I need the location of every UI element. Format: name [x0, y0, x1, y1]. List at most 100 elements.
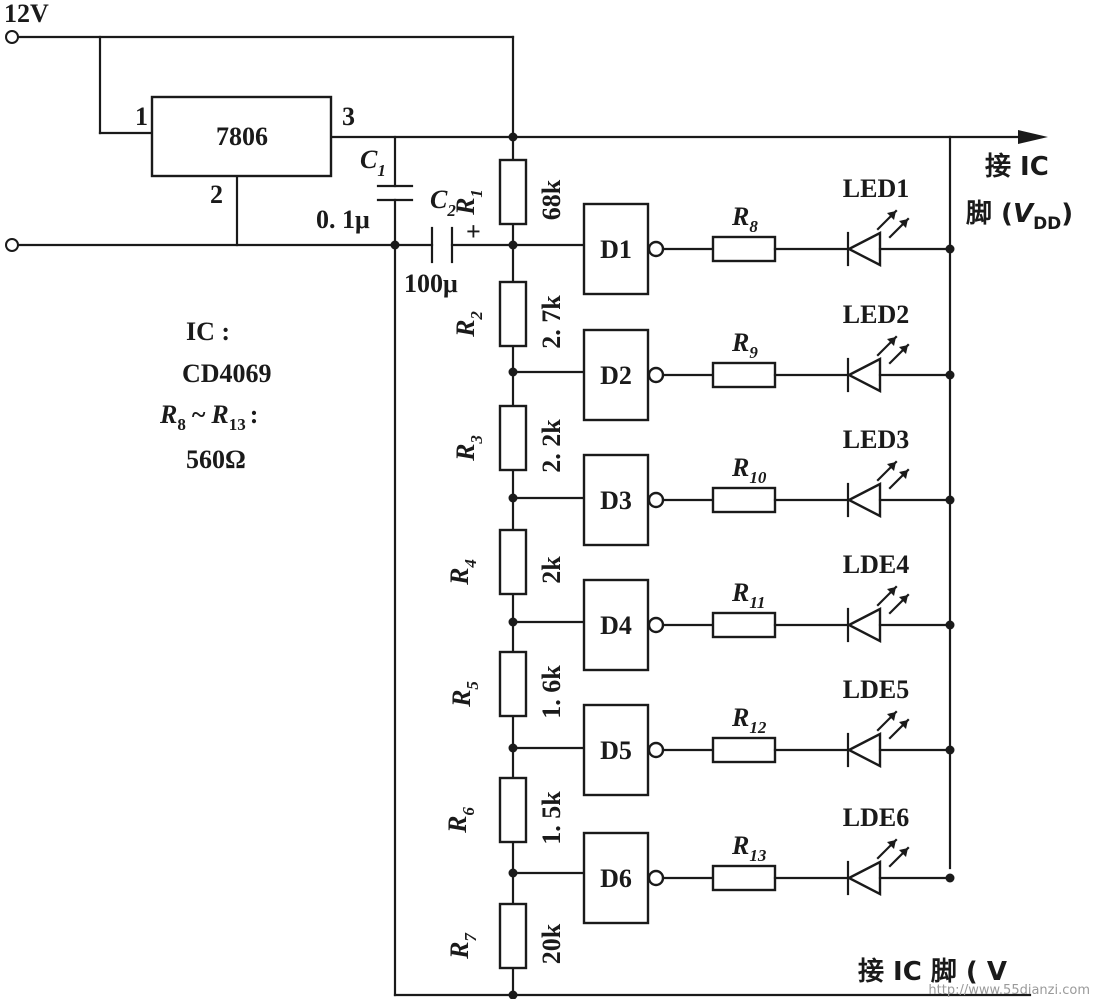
light-emission-icon [876, 460, 910, 490]
regulator-7806 [150, 95, 333, 178]
led-label: LDE5 [843, 675, 909, 704]
ladder-resistor-label: R1 [451, 189, 486, 216]
ladder-resistor-value: 68k [537, 179, 566, 220]
led-label: LED1 [843, 174, 909, 203]
led-label: LED2 [843, 300, 909, 329]
series-resistor-label: R9 [731, 328, 758, 362]
ladder-resistor-value: 2k [537, 556, 566, 584]
series-resistor-label: R10 [731, 453, 767, 487]
light-emission-icon [876, 838, 910, 868]
supply-wiring [16, 35, 1032, 997]
ladder-resistor-value: 2. 2k [537, 419, 566, 473]
channel-d3: D3 R10 LED3 [508, 425, 955, 547]
inverter-bubble-icon [647, 616, 665, 634]
led-icon [846, 357, 882, 393]
ladder-resistor-label: R4 [445, 559, 480, 586]
regulator-pin1-label: 1 [135, 102, 148, 131]
series-resistor-r9 [711, 361, 777, 389]
ladder-resistor-r3: R3 2. 2k [451, 404, 566, 473]
led-icon [846, 231, 882, 267]
inverter-bubble-icon [647, 240, 665, 258]
ladder-resistor-r1: R1 68k [451, 158, 566, 226]
inverter-bubble-icon [647, 869, 665, 887]
series-resistor-r13 [711, 864, 777, 892]
inverter-gate-label: D1 [600, 235, 632, 264]
ladder-resistor-label: R5 [447, 681, 482, 708]
inverter-gate-label: D6 [600, 864, 632, 893]
c2-value: 100μ [404, 269, 458, 298]
vdd-label-line1: 接 IC [985, 152, 1049, 182]
c1-value: 0. 1μ [316, 205, 370, 234]
regulator-name: 7806 [216, 122, 268, 151]
light-emission-icon [876, 209, 910, 239]
vss-label: 接 IC 脚 ( V [858, 957, 1007, 987]
ic-note-label: IC : [186, 317, 230, 346]
inverter-gate-label: D5 [600, 736, 632, 765]
ic-part-number: CD4069 [182, 359, 272, 388]
inverter-gate-label: D3 [600, 486, 632, 515]
ladder-resistor-label: R7 [445, 932, 480, 960]
ladder-resistor-r2: R2 2. 7k [451, 280, 566, 349]
channel-d1: D1 R8 LED1 [511, 174, 955, 296]
ladder-resistor-r7: R7 20k [445, 902, 566, 970]
series-resistor-label: R11 [731, 578, 765, 612]
junction-dots [390, 132, 518, 999]
regulator-pin3-label: 3 [342, 102, 355, 131]
series-resistor-label: R13 [731, 831, 767, 865]
series-resistor-r11 [711, 611, 777, 639]
resistor-value-note: 560Ω [186, 445, 246, 474]
series-resistor-label: R12 [731, 703, 767, 737]
series-resistor-r10 [711, 486, 777, 514]
ladder-resistor-value: 20k [537, 923, 566, 964]
light-emission-icon [876, 335, 910, 365]
inverter-gate-label: D2 [600, 361, 632, 390]
resistor-range-note: R8~R13: [159, 400, 258, 434]
led-icon [846, 607, 882, 643]
channel-d5: D5 R12 LDE5 [508, 675, 955, 797]
channel-d2: D2 R9 LED2 [508, 300, 955, 422]
led-icon [846, 482, 882, 518]
channel-d6: D6 R13 LDE6 [508, 803, 955, 925]
inverter-gate-d2 [582, 328, 650, 422]
series-resistor-label: R8 [731, 202, 758, 236]
inverter-bubble-icon [647, 491, 665, 509]
vdd-arrow-icon [1018, 130, 1048, 144]
ground-terminal[interactable] [5, 238, 19, 252]
ladder-resistor-value: 2. 7k [537, 295, 566, 349]
c1-label: C1 [360, 145, 386, 180]
ladder-resistor-value: 1. 5k [537, 791, 566, 845]
inverter-bubble-icon [647, 741, 665, 759]
ladder-resistor-value: 1. 6k [537, 665, 566, 719]
led-label: LED3 [843, 425, 909, 454]
ladder-resistor-r4: R4 2k [445, 528, 566, 596]
inverter-gate-label: D4 [600, 611, 632, 640]
inverter-gate-d1 [582, 202, 650, 296]
ladder-resistor-label: R6 [443, 807, 478, 834]
c2-label: C2 [430, 185, 456, 220]
series-resistor-r12 [711, 736, 777, 764]
led-icon [846, 732, 882, 768]
watermark: http://www.55dianzi.com [928, 983, 1090, 998]
channel-d4: D4 R11 LDE4 [508, 550, 955, 672]
vdd-label-line2: 脚 (VDD) [966, 199, 1073, 234]
inverter-gate-d4 [582, 578, 650, 672]
led-icon [846, 860, 882, 896]
inverter-gate-d6 [582, 831, 650, 925]
regulator-pin2-label: 2 [210, 180, 223, 209]
ladder-resistor-label: R3 [451, 435, 486, 462]
supply-voltage-label: 12V [4, 0, 49, 28]
ladder-resistor-r5: R5 1. 6k [447, 650, 566, 719]
capacitor-c2 [430, 226, 454, 264]
c2-polarity: + [466, 217, 481, 246]
inverter-bubble-icon [647, 366, 665, 384]
ladder-resistor-label: R2 [451, 311, 486, 338]
capacitor-c1 [376, 184, 414, 202]
light-emission-icon [876, 585, 910, 615]
led-label: LDE6 [843, 803, 909, 832]
led-label: LDE4 [843, 550, 909, 579]
ladder-resistor-r6: R6 1. 5k [443, 776, 566, 845]
light-emission-icon [876, 710, 910, 740]
series-resistor-r8 [711, 235, 777, 263]
supply-terminal[interactable] [5, 30, 19, 44]
